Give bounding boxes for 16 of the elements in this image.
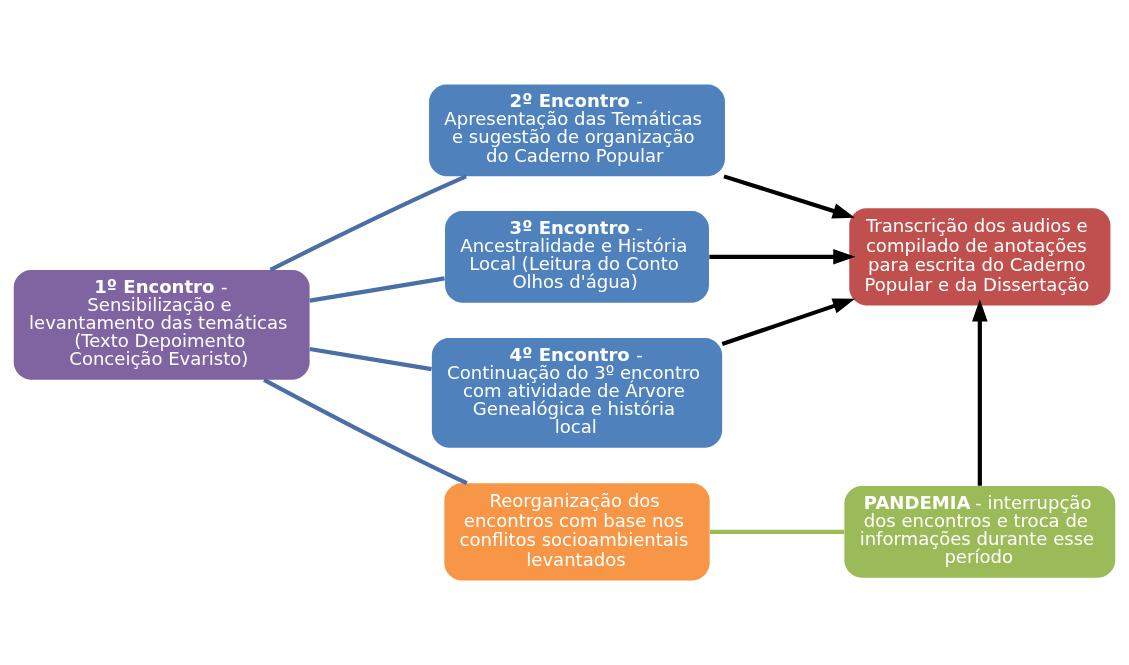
node-box: 3º Encontro - Ancestralidade e História Local (Leitura do Conto Olhos d'água) — [445, 210, 709, 303]
arrow — [723, 174, 855, 219]
connector — [709, 529, 845, 534]
connector — [309, 276, 445, 303]
connector — [309, 347, 432, 372]
node-box: 2º Encontro - Apresentação das Temáticas e sugestão de organização do Caderno Popular — [429, 84, 725, 177]
node-box: Transcrição dos audios e compilado de anotações para escrita do Caderno Popular e da Dissertação — [849, 208, 1111, 306]
connector — [263, 378, 468, 486]
connector — [269, 174, 467, 272]
arrow — [709, 249, 856, 265]
node-box: 1º Encontro - Sensibilização e levantamento das temáticas (Texto Depoimento Conceição Evaristo) — [13, 270, 310, 380]
node-box: Reorganização dos encontros com base nos conflitos socioambientais levantados — [444, 483, 710, 581]
node-box: PANDEMIA - interrupção dos encontros e troca de informações durante esse período — [844, 486, 1116, 578]
arrow — [972, 299, 988, 486]
node-box: 4º Encontro - Continuação do 3º encontro com atividade de Árvore Genealógica e história local — [431, 338, 723, 448]
arrow — [721, 298, 856, 346]
